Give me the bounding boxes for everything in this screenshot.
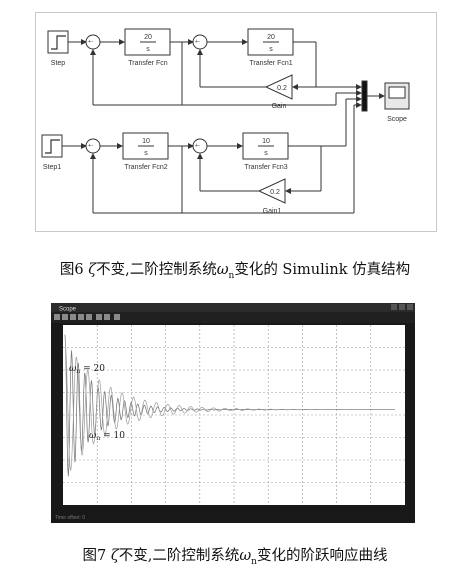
parameters-icon[interactable] [104, 314, 110, 320]
toolbar[interactable] [54, 314, 120, 320]
gain-value: 0.2 [277, 85, 287, 92]
tf-numerator: 20 [144, 34, 152, 41]
curve-label-wn10: ωn = 10 [89, 431, 125, 442]
curve-label-wn20: ωn = 20 [69, 364, 105, 375]
tf-numerator: 20 [267, 34, 275, 41]
floating-scope-icon[interactable] [114, 314, 120, 320]
omega-symbol: ω [216, 262, 229, 278]
caption-text: 不变,二阶控制系统 [118, 548, 240, 564]
tf-denominator: s [264, 150, 268, 157]
tf-label: Transfer Fcn3 [244, 164, 287, 171]
tf-label: Transfer Fcn1 [249, 60, 292, 67]
tf-numerator: 10 [262, 138, 270, 145]
step-block[interactable] [41, 134, 63, 158]
gain-label: Gain [272, 103, 287, 110]
zoom-y-icon[interactable] [78, 314, 84, 320]
tf-denominator: s [144, 150, 148, 157]
gain-value: 0.2 [270, 189, 280, 196]
sum-signs: +- [195, 143, 200, 149]
mux-block[interactable] [361, 80, 368, 112]
print-icon[interactable] [54, 314, 60, 320]
tf-label: Transfer Fcn [128, 60, 168, 67]
figure-caption: 图6 ζ不变,二阶控制系统ωn变化的 Simulink 仿真结构 [0, 258, 470, 281]
zeta-symbol: ζ [88, 262, 97, 278]
sum-signs: +- [195, 39, 200, 45]
scope-label: Scope [387, 116, 407, 123]
zoom-x-icon[interactable] [70, 314, 76, 320]
caption-prefix: 图6 [59, 262, 89, 278]
caption-text: 不变,二阶控制系统 [96, 262, 217, 278]
sum-signs: +- [88, 143, 93, 149]
save-axes-icon[interactable] [96, 314, 102, 320]
gain-label: Gain1 [263, 208, 282, 215]
figure-caption: 图7 ζ不变,二阶控制系统ωn变化的阶跃响应曲线 [0, 544, 470, 567]
autoscale-icon[interactable] [86, 314, 92, 320]
zoom-icon[interactable] [62, 314, 68, 320]
sum-signs: +- [88, 39, 93, 45]
simulink-diagram: +- +- +- +- Step 20 s Transfer Fcn 20 s … [35, 12, 437, 232]
tf-numerator: 10 [142, 138, 150, 145]
tf-denominator: s [146, 46, 150, 53]
step-label: Step1 [43, 164, 61, 171]
caption-text: 变化的 Simulink 仿真结构 [234, 262, 411, 278]
omega-symbol: ω [239, 548, 252, 564]
gain-block[interactable] [257, 178, 286, 204]
tf-label: Transfer Fcn2 [124, 164, 167, 171]
zeta-symbol: ζ [110, 548, 119, 564]
grid [63, 325, 405, 505]
tf-denominator: s [269, 46, 273, 53]
caption-prefix: 图7 [82, 548, 111, 564]
scope-window[interactable]: Scope ωn = 20 ωn = 10 Time offset: 0 [51, 303, 415, 523]
step-label: Step [51, 60, 66, 67]
response-curves [64, 334, 395, 477]
omega-subscript: n [251, 556, 257, 567]
gain-block[interactable] [264, 74, 293, 100]
omega-subscript: n [228, 270, 235, 281]
window-controls[interactable] [391, 304, 413, 310]
step-block[interactable] [47, 30, 69, 54]
caption-text: 变化的阶跃响应曲线 [256, 548, 388, 564]
status-text: Time offset: 0 [55, 515, 85, 521]
scope-title: Scope [59, 307, 77, 313]
